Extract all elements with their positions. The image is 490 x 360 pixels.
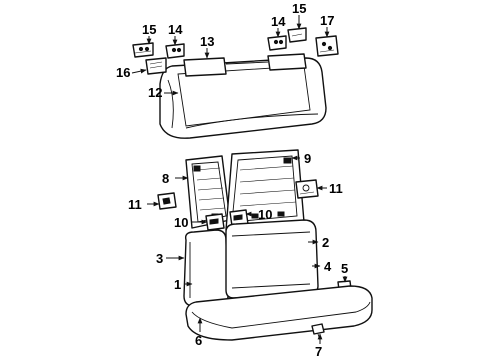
hinge-11-right — [295, 179, 319, 199]
seat-back-cushion-right — [225, 219, 319, 299]
seat-back-cushion-left — [183, 229, 229, 307]
callout-13: 13 — [200, 34, 214, 49]
callout-6: 6 — [195, 333, 202, 348]
bracket-15-left — [132, 42, 154, 58]
hinge-11-left — [157, 192, 177, 210]
callout-9: 9 — [304, 151, 311, 166]
callout-15-left: 15 — [142, 22, 156, 37]
callout-4: 4 — [324, 259, 332, 274]
bracket-15-right — [287, 27, 307, 43]
callout-labels: 15 14 16 13 12 14 15 17 8 9 11 11 10 10 … — [116, 1, 348, 359]
callout-11-left: 11 — [128, 197, 142, 212]
callout-3: 3 — [156, 251, 163, 266]
callout-10-left: 10 — [174, 215, 188, 230]
callout-12: 12 — [148, 85, 162, 100]
callout-5: 5 — [341, 261, 348, 276]
callout-1: 1 — [174, 277, 181, 292]
callout-7: 7 — [315, 344, 322, 359]
bracket-10-right — [229, 209, 249, 227]
bracket-10-left — [205, 213, 225, 231]
callout-2: 2 — [322, 235, 329, 250]
callout-14-right: 14 — [271, 14, 286, 29]
seat-back-upper — [159, 53, 327, 139]
callout-17: 17 — [320, 13, 334, 28]
callout-14-left: 14 — [168, 22, 183, 37]
bracket-17 — [315, 35, 339, 57]
callout-11-right: 11 — [329, 181, 343, 196]
bracket-16 — [145, 57, 167, 75]
callout-8: 8 — [162, 171, 169, 186]
callout-15-right: 15 — [292, 1, 306, 16]
bracket-14-left — [165, 43, 185, 59]
fastener-7 — [311, 323, 325, 341]
leader-lines — [131, 15, 348, 344]
callout-10-right: 10 — [258, 207, 272, 222]
bracket-14-right — [267, 35, 287, 51]
callout-16: 16 — [116, 65, 130, 80]
